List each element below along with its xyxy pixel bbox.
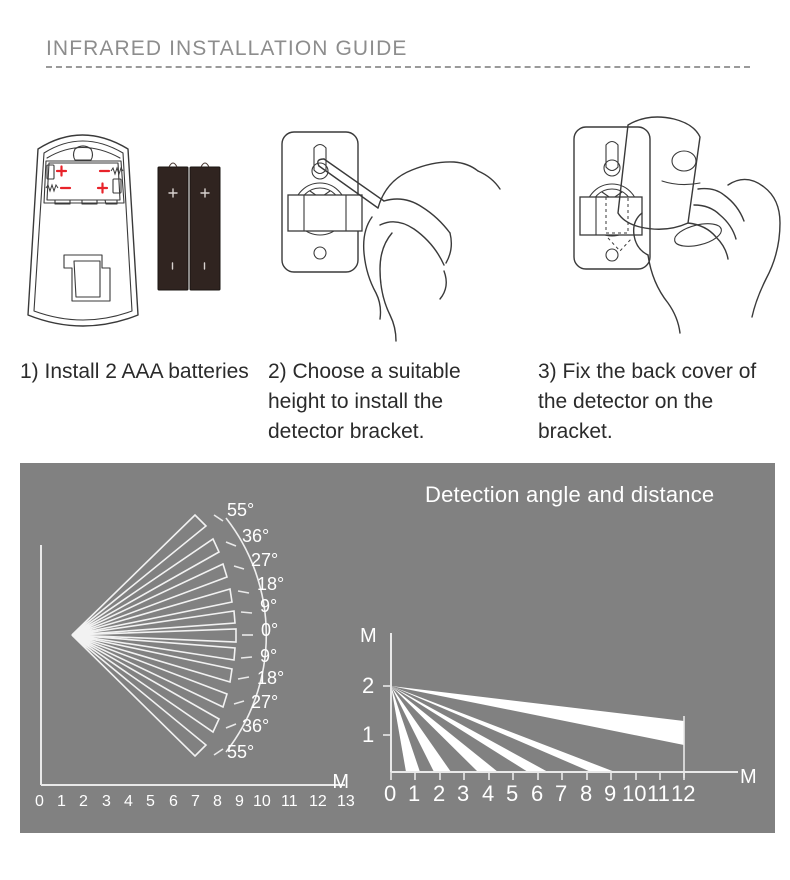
fan-axes — [40, 545, 345, 786]
svg-text:7: 7 — [191, 793, 200, 810]
svg-text:55°: 55° — [227, 742, 254, 762]
angle-ticks — [213, 514, 253, 756]
top-view-detection-fan-chart: 55° 36° 27° 18° 9° 0° 9° 18° 27° 36° 55°… — [20, 470, 360, 820]
screwdriver-icon — [317, 158, 385, 209]
step-1-illustration — [20, 105, 270, 345]
svg-text:6: 6 — [169, 793, 178, 810]
svg-text:2: 2 — [433, 781, 445, 806]
svg-text:36°: 36° — [242, 716, 269, 736]
svg-text:2: 2 — [79, 793, 88, 810]
angle-arc — [225, 517, 268, 753]
side-x-ticks — [390, 772, 685, 780]
side-axes — [390, 633, 738, 778]
detector-back-cover-icon — [27, 134, 139, 327]
svg-text:7: 7 — [555, 781, 567, 806]
side-x-axis-unit: M — [740, 766, 757, 788]
step-install-bracket: 2) Choose a suitable height to install t… — [268, 105, 518, 450]
step-3-illustration — [538, 105, 788, 345]
svg-text:11: 11 — [647, 781, 670, 806]
svg-text:36°: 36° — [242, 526, 269, 546]
svg-text:10: 10 — [253, 793, 271, 810]
svg-text:9°: 9° — [260, 596, 277, 616]
svg-text:4: 4 — [482, 781, 494, 806]
step-2-caption: 2) Choose a suitable height to install t… — [268, 360, 461, 443]
fan-x-axis-unit: M — [332, 771, 349, 793]
svg-text:27°: 27° — [251, 692, 278, 712]
svg-text:18°: 18° — [257, 668, 284, 688]
svg-text:5: 5 — [146, 793, 155, 810]
svg-text:27°: 27° — [251, 550, 278, 570]
svg-text:5: 5 — [506, 781, 518, 806]
page-title: INFRARED INSTALLATION GUIDE — [46, 37, 408, 60]
svg-text:4: 4 — [124, 793, 133, 810]
header-divider — [46, 66, 750, 68]
installation-steps: 1) Install 2 AAA batteries — [0, 105, 790, 450]
step-3-caption: 3) Fix the back cover of the detector on… — [538, 360, 757, 443]
svg-text:11: 11 — [281, 793, 298, 810]
svg-text:55°: 55° — [227, 500, 254, 520]
hand-icon — [632, 178, 781, 334]
spring-coil-icon — [45, 166, 124, 193]
svg-text:9°: 9° — [260, 646, 277, 666]
wall-bracket-plate-icon — [573, 126, 651, 270]
svg-text:0: 0 — [384, 781, 396, 806]
side-y-tick-labels: 2 1 — [362, 673, 374, 747]
svg-text:1: 1 — [57, 793, 66, 810]
svg-text:9: 9 — [604, 781, 616, 806]
svg-text:0°: 0° — [261, 620, 278, 640]
page-header: INFRARED INSTALLATION GUIDE — [46, 36, 750, 68]
svg-text:3: 3 — [457, 781, 469, 806]
svg-text:10: 10 — [622, 781, 646, 806]
side-view-detection-chart: 2 1 M 0 1 2 3 4 5 6 7 8 9 10 11 12 M — [350, 615, 775, 820]
svg-text:0: 0 — [35, 793, 44, 810]
angle-labels: 55° 36° 27° 18° 9° 0° 9° 18° 27° 36° 55° — [227, 500, 284, 762]
svg-text:13: 13 — [337, 793, 355, 810]
step-install-batteries: 1) Install 2 AAA batteries — [20, 105, 270, 450]
step-fix-back-cover: 3) Fix the back cover of the detector on… — [538, 105, 788, 450]
detection-panel-title: Detection angle and distance — [425, 482, 715, 507]
step-2-illustration — [268, 105, 518, 345]
side-x-tick-labels: 0 1 2 3 4 5 6 7 8 9 10 11 12 — [384, 781, 695, 806]
svg-text:12: 12 — [309, 793, 327, 810]
side-detection-beams — [391, 686, 684, 772]
aaa-batteries-icon — [157, 162, 221, 291]
side-y-ticks — [383, 685, 391, 736]
svg-text:8: 8 — [580, 781, 592, 806]
svg-text:2: 2 — [362, 673, 374, 698]
polarity-marks — [55, 165, 111, 194]
step-1-caption: 1) Install 2 AAA batteries — [20, 360, 249, 383]
svg-text:1: 1 — [362, 722, 374, 747]
hand-icon — [362, 161, 501, 342]
detection-beams — [71, 513, 237, 758]
svg-text:9: 9 — [235, 793, 244, 810]
svg-text:8: 8 — [213, 793, 222, 810]
svg-text:1: 1 — [408, 781, 420, 806]
svg-text:3: 3 — [102, 793, 111, 810]
wall-bracket-plate-icon — [281, 131, 363, 273]
svg-text:6: 6 — [531, 781, 543, 806]
svg-text:18°: 18° — [257, 574, 284, 594]
side-y-axis-unit: M — [360, 625, 377, 647]
svg-text:12: 12 — [671, 781, 695, 806]
fan-x-tick-labels: 0 1 2 3 4 5 6 7 8 9 10 11 12 13 — [35, 793, 355, 810]
